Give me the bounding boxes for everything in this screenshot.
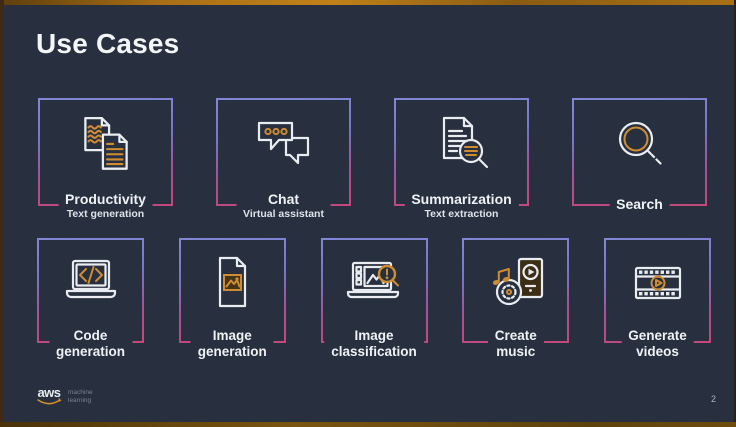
top-accent-bar <box>0 0 736 5</box>
code-laptop-icon <box>65 259 116 298</box>
chat-bubbles-icon <box>257 121 309 165</box>
card-title-line1: Image <box>212 328 252 344</box>
card-label-summarization: Summarization Text extraction <box>404 191 519 220</box>
card-label-image-classification: Image classification <box>324 328 424 360</box>
card-label-chat: Chat Virtual assistant <box>236 191 331 220</box>
card-image-classification: Image classification <box>320 238 428 360</box>
card-title: Productivity <box>65 191 146 208</box>
card-title: Search <box>616 196 663 213</box>
use-case-row-1: Productivity Text generation Chat Virtua… <box>38 98 707 220</box>
card-title-line2: videos <box>636 344 679 360</box>
card-label-search: Search <box>609 196 670 213</box>
machine-learning-line2: learning <box>68 397 92 405</box>
bottom-accent-bar <box>0 422 736 427</box>
card-image-generation: Image generation <box>178 238 286 360</box>
card-title-line2: classification <box>331 344 417 360</box>
card-code-generation: Code generation <box>37 238 144 360</box>
aws-logo-text: aws <box>37 384 61 400</box>
search-magnifier-icon <box>618 121 662 165</box>
page-number: 2 <box>710 394 716 404</box>
card-subtitle: Text generation <box>66 207 145 220</box>
card-label-code-generation: Code generation <box>48 328 133 360</box>
card-title-line1: Code <box>73 328 108 344</box>
card-label-productivity: Productivity Text generation <box>58 191 153 220</box>
card-title-line1: Image <box>354 328 394 344</box>
create-music-icon <box>492 257 543 305</box>
card-title-line2: music <box>496 344 536 360</box>
card-subtitle: Virtual assistant <box>243 207 324 220</box>
card-label-generate-videos: Generate videos <box>621 328 694 360</box>
right-edge-border <box>734 0 736 427</box>
page-title: Use Cases <box>36 28 180 59</box>
card-title-line2: generation <box>197 344 267 360</box>
card-title-line2: generation <box>55 344 126 360</box>
aws-machine-learning-logo: aws machine learning <box>36 384 93 406</box>
card-summarization: Summarization Text extraction <box>394 98 529 220</box>
machine-learning-line1: machine <box>68 388 93 396</box>
use-case-row-2: Code generation Image generation <box>37 238 711 360</box>
card-title-line1: Generate <box>628 328 687 344</box>
generate-videos-icon <box>634 266 681 299</box>
productivity-documents-icon <box>83 117 128 170</box>
aws-smile-icon <box>37 398 62 405</box>
card-chat: Chat Virtual assistant <box>216 98 351 220</box>
card-productivity: Productivity Text generation <box>38 98 173 220</box>
summarization-magnifier-icon <box>442 116 488 169</box>
card-create-music: Create music <box>462 238 570 360</box>
card-label-create-music: Create music <box>487 328 544 360</box>
image-classification-icon <box>346 261 400 298</box>
left-edge-border <box>0 0 4 427</box>
card-title-line1: Create <box>494 328 537 344</box>
card-label-image-generation: Image generation <box>190 328 274 360</box>
machine-learning-label: machine learning <box>68 387 93 406</box>
card-title: Summarization <box>411 191 512 208</box>
card-generate-videos: Generate videos <box>604 238 711 360</box>
card-subtitle: Text extraction <box>424 207 499 220</box>
card-title: Chat <box>267 191 300 208</box>
aws-logo: aws <box>36 384 62 406</box>
image-document-icon <box>219 256 247 307</box>
card-search: Search <box>572 98 707 213</box>
